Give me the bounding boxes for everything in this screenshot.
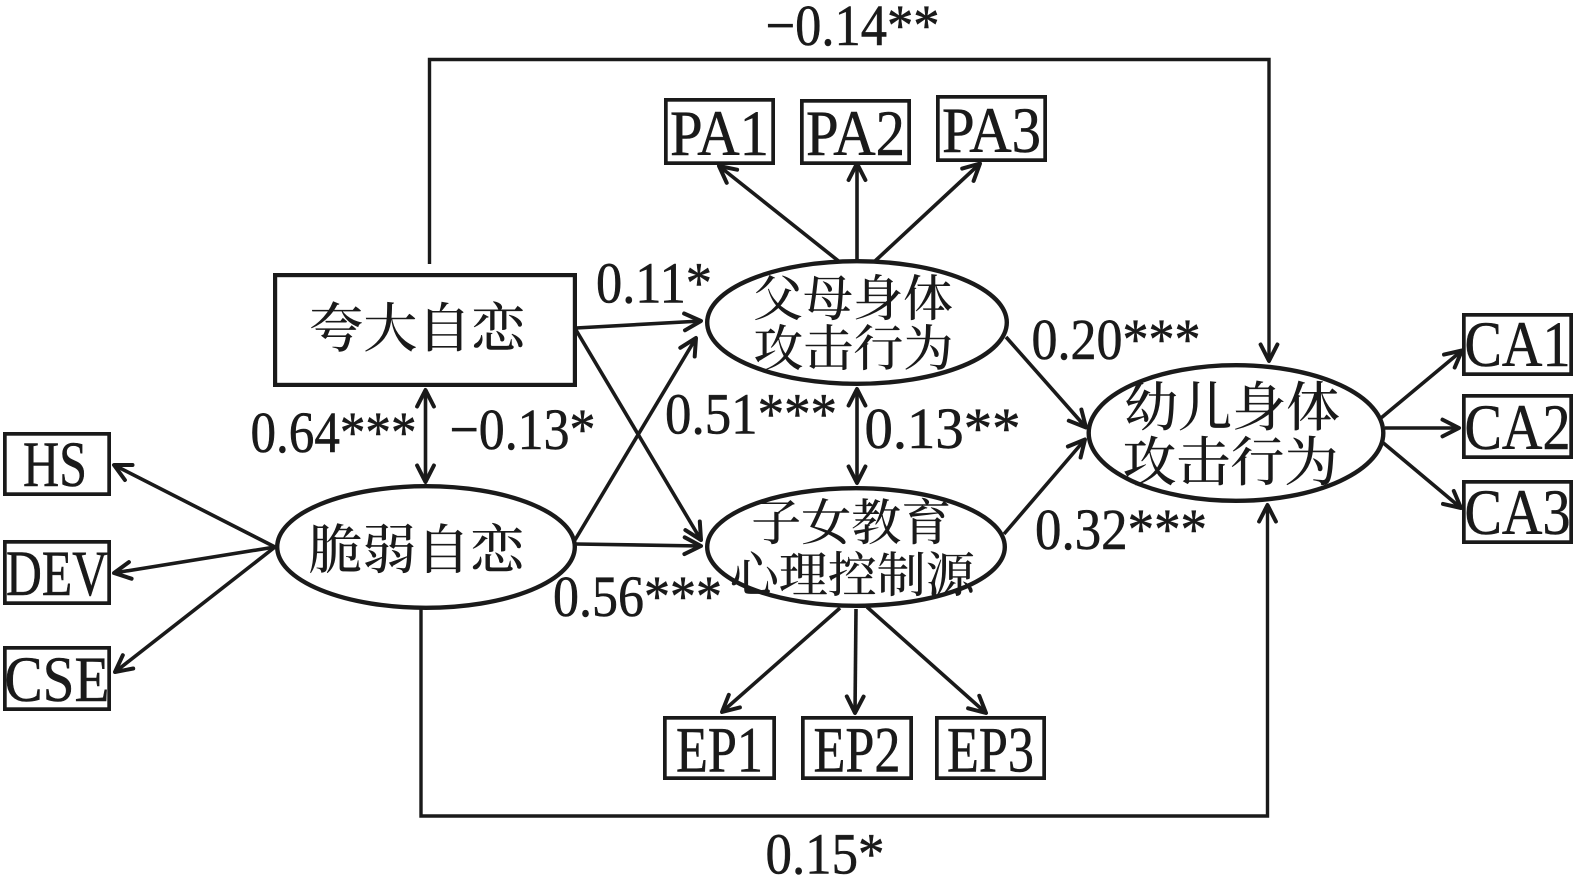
svg-text:−0.13*: −0.13* [450,397,596,462]
svg-text:HS: HS [23,429,87,501]
svg-text:CA2: CA2 [1465,392,1571,464]
svg-text:DEV: DEV [6,538,108,610]
svg-text:PA2: PA2 [806,98,905,170]
svg-text:CSE: CSE [5,644,110,716]
svg-text:EP1: EP1 [676,715,763,787]
svg-text:PA3: PA3 [942,95,1041,167]
svg-text:0.64***: 0.64*** [251,400,417,465]
svg-text:EP3: EP3 [947,715,1034,787]
svg-text:EP2: EP2 [814,715,901,787]
svg-text:PA1: PA1 [670,98,769,170]
svg-text:CA3: CA3 [1465,477,1571,549]
svg-text:0.11*: 0.11* [596,251,712,316]
svg-text:−0.14**: −0.14** [766,0,940,58]
svg-text:0.56***: 0.56*** [553,564,722,629]
svg-text:CA1: CA1 [1465,309,1571,381]
svg-text:0.20***: 0.20*** [1032,307,1201,372]
svg-text:0.32***: 0.32*** [1035,497,1207,562]
svg-text:0.15*: 0.15* [766,822,885,887]
svg-text:0.13**: 0.13** [865,396,1021,461]
svg-text:0.51***: 0.51*** [665,382,837,447]
